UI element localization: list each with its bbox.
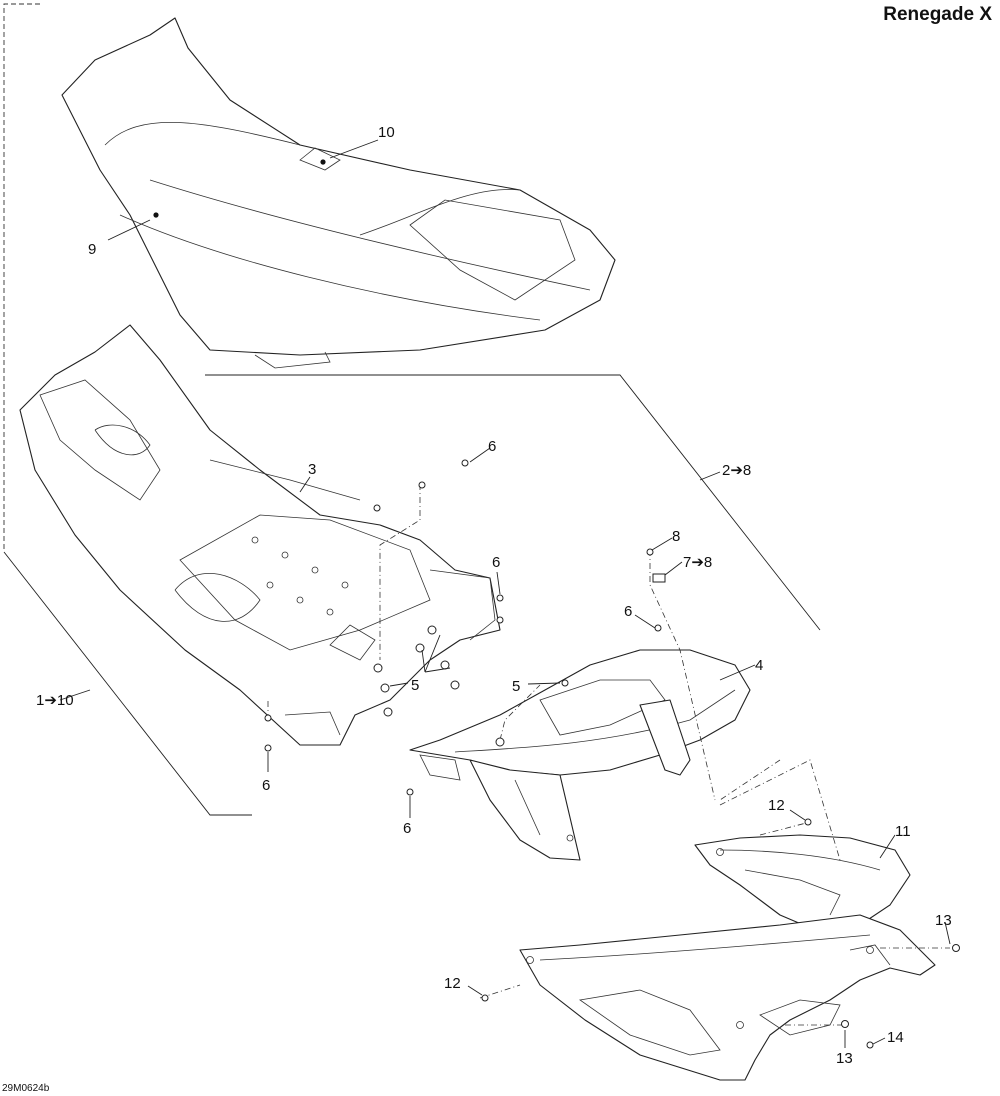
bracket-group-2-8 xyxy=(205,374,821,631)
callout-14: 14 xyxy=(887,1029,904,1046)
callout-1-10: 1➔10 xyxy=(36,692,74,709)
assembly-line xyxy=(719,759,841,861)
leader-line xyxy=(329,139,379,159)
assembly-line xyxy=(759,821,811,836)
callout-5-right: 5 xyxy=(512,678,520,695)
leader-line xyxy=(299,476,311,493)
leader-line xyxy=(719,664,756,681)
leader-line xyxy=(651,537,673,551)
fastener-group xyxy=(264,459,960,1049)
leader-line xyxy=(389,682,409,687)
leader-line xyxy=(469,447,491,463)
callout-5-left: 5 xyxy=(411,677,419,694)
leader-line xyxy=(421,634,451,673)
leader-line xyxy=(872,1037,886,1045)
callout-6-right: 6 xyxy=(492,554,500,571)
callout-6-bottom-left: 6 xyxy=(262,777,270,794)
rear-panel-assembly[interactable] xyxy=(519,914,936,1081)
leader-line xyxy=(634,614,656,629)
callout-8: 8 xyxy=(672,528,680,545)
leader-line xyxy=(527,682,561,685)
page-title: Renegade X xyxy=(883,4,992,25)
assembly-line xyxy=(719,759,781,801)
leader-line xyxy=(59,689,91,701)
leader-line xyxy=(699,471,721,481)
callout-9: 9 xyxy=(88,241,96,258)
diagram-code: 29M0624b xyxy=(2,1083,50,1094)
callout-13-right: 13 xyxy=(935,912,952,929)
rear-frame-part-3[interactable] xyxy=(19,324,501,746)
leader-line xyxy=(879,834,896,859)
leader-line xyxy=(789,809,806,821)
callout-6-bottom: 6 xyxy=(403,820,411,837)
callout-6-mid: 6 xyxy=(624,603,632,620)
bracket-group-1-10 xyxy=(3,551,252,816)
leader-line xyxy=(944,921,951,945)
seat-part-9[interactable] xyxy=(61,17,616,369)
callout-13-bottom: 13 xyxy=(836,1050,853,1067)
callout-12-bottom: 12 xyxy=(444,975,461,992)
assembly-line xyxy=(649,550,716,801)
assembly-line xyxy=(479,984,521,999)
callout-2-8: 2➔8 xyxy=(722,462,751,479)
leader-line xyxy=(664,561,683,576)
lower-cover-part-11[interactable] xyxy=(694,834,911,933)
callout-6-top: 6 xyxy=(488,438,496,455)
callout-10: 10 xyxy=(378,124,395,141)
callout-4: 4 xyxy=(755,657,763,674)
leader-line xyxy=(107,219,151,241)
leader-line xyxy=(467,985,483,996)
leader-line xyxy=(496,571,501,595)
rear-bumper-part-4[interactable] xyxy=(409,649,751,861)
callout-12-top: 12 xyxy=(768,797,785,814)
left-frame-border xyxy=(3,3,40,550)
assembly-line xyxy=(379,484,421,660)
callout-3: 3 xyxy=(308,461,316,478)
callout-7-8: 7➔8 xyxy=(683,554,712,571)
callout-11: 11 xyxy=(895,823,911,840)
assembly-line xyxy=(499,684,541,741)
